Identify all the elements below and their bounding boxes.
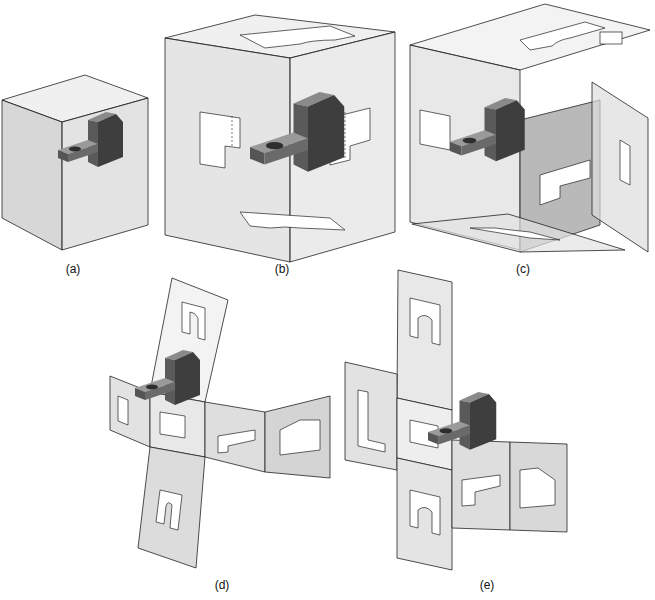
glass-box-b	[165, 15, 395, 262]
figure-label: (c)	[516, 262, 530, 276]
glass-box-c	[410, 4, 650, 252]
figure-label: (d)	[215, 578, 230, 592]
unfolding-panels-d	[110, 278, 330, 568]
flat-panels-e	[345, 270, 567, 570]
figure-label: (b)	[275, 262, 290, 276]
figure-label: (a)	[66, 262, 81, 276]
glass-box-a	[2, 75, 148, 250]
figure-label: (e)	[480, 578, 495, 592]
